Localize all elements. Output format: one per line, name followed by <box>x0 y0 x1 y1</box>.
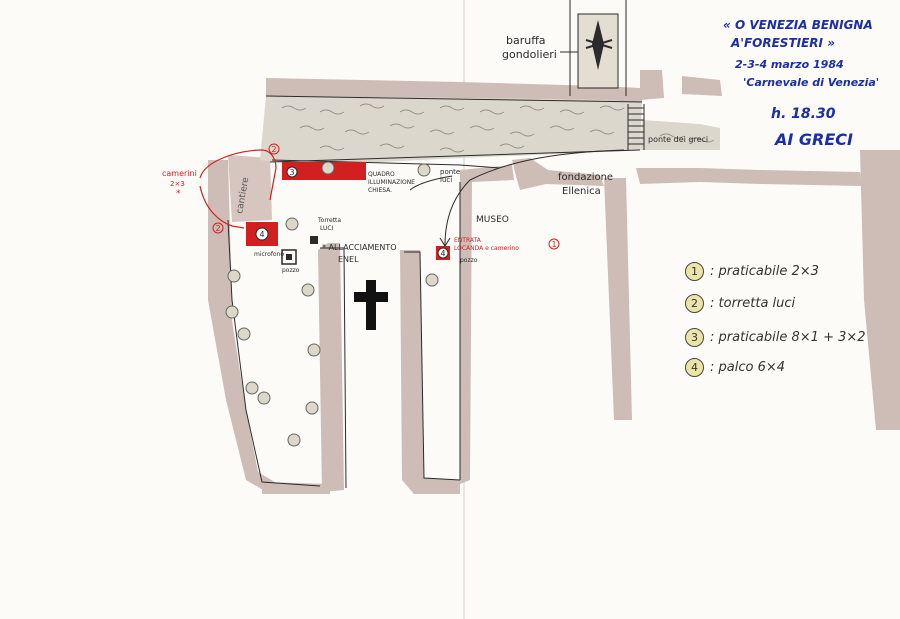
svg-text:4: 4 <box>440 249 445 258</box>
rio-channel <box>560 0 645 150</box>
title-organizer: 'Carnevale di Venezia' <box>743 76 880 89</box>
marker-2-left: 2 <box>212 222 224 234</box>
label-quadro-3: CHIESA. <box>368 187 392 194</box>
svg-text:3: 3 <box>289 168 294 177</box>
marker-2-top: 2 <box>268 143 280 155</box>
label-baruffa: baruffa <box>506 34 546 47</box>
legend-number: 3 <box>685 328 704 347</box>
label-ponte-dei-greci: ponte dei greci <box>648 135 708 144</box>
wall-right-column <box>604 178 632 420</box>
label-entrata-1: ENTRATA <box>454 237 482 244</box>
legend-text: : praticabile 8×1 + 3×2 <box>710 330 866 345</box>
torretta-box <box>310 236 318 244</box>
label-ponte-luci-2: luci <box>440 176 452 184</box>
label-entrata-2: LOCANDA e camerino <box>454 245 519 252</box>
marker-4-right: 4 <box>437 247 449 259</box>
wall-fondazione <box>512 158 604 190</box>
label-allacciamento-2: ENEL <box>338 255 359 264</box>
canal-water <box>260 96 642 164</box>
canal-right <box>640 120 720 150</box>
wall-far-right <box>636 168 862 186</box>
legend-number: 2 <box>685 294 704 313</box>
label-torretta-2: LUCI <box>320 225 334 232</box>
wall-center-right <box>400 250 460 494</box>
label-gondolieri: gondolieri <box>502 48 557 61</box>
wall-right-top <box>682 76 722 96</box>
canal-edge-top <box>265 95 643 103</box>
svg-text:1: 1 <box>551 240 556 249</box>
title-venue: AI GRECI <box>775 130 853 149</box>
label-quadro-2: ILLUMINAZIONE <box>368 179 415 186</box>
legend-item: 4 : palco 6×4 <box>685 358 785 378</box>
wall-center-left <box>318 243 344 492</box>
label-microfono: microfono <box>254 251 284 258</box>
title-dates: 2-3-4 marzo 1984 <box>735 58 844 71</box>
label-fondazione-1: fondazione <box>558 172 613 183</box>
legend-text: : torretta luci <box>710 296 796 311</box>
label-camerini: camerini <box>162 169 197 178</box>
legend-number: 1 <box>685 262 704 281</box>
title-line-1: « O VENEZIA BENIGNA <box>723 18 873 32</box>
label-pozzo-right: pozzo <box>460 257 478 264</box>
label-museo: MUSEO <box>476 215 509 225</box>
marker-3: 3 <box>286 166 298 178</box>
wall-left-outer <box>208 160 278 494</box>
legend-item: 2 : torretta luci <box>685 294 795 314</box>
wall-left-bottom <box>262 482 330 494</box>
markers: 2 2 3 4 4 1 <box>212 143 560 259</box>
legend-text: : praticabile 2×3 <box>710 264 819 279</box>
wall-left-block <box>228 155 272 222</box>
marker-4-left: 4 <box>255 227 269 241</box>
wall-right-long <box>460 165 514 484</box>
pozzo-left-box <box>281 249 297 265</box>
marker-1: 1 <box>548 238 560 250</box>
canal <box>260 95 720 164</box>
label-quadro-1: QUADRO <box>368 171 395 178</box>
label-allacciamento-1: * ALLACCIAMENTO <box>322 243 397 252</box>
title-time: h. 18.30 <box>771 106 836 122</box>
wall-top <box>266 78 642 102</box>
label-camerini-size: 2×3 <box>170 180 185 188</box>
label-torretta-1: Torretta <box>317 217 341 224</box>
legend-number: 4 <box>685 358 704 377</box>
map-labels: baruffa gondolieri ponte dei greci camer… <box>162 34 708 274</box>
tree-icons <box>225 161 439 447</box>
label-fondazione-2: Ellenica <box>562 186 601 197</box>
svg-text:2: 2 <box>271 145 276 154</box>
stairs-icon <box>627 104 645 150</box>
label-camerini-star: * <box>176 189 181 199</box>
legend-item: 1 : praticabile 2×3 <box>685 262 819 282</box>
canal-edge-bottom <box>269 149 641 163</box>
label-pozzo-left: pozzo <box>282 267 300 274</box>
title-line-2: A'FORESTIERI » <box>731 36 835 50</box>
label-ponte-luci-1: ponte <box>440 168 460 176</box>
church-cross-icon <box>354 280 388 330</box>
legend-text: : palco 6×4 <box>710 360 786 375</box>
wall-bands <box>208 70 900 494</box>
canal-waves <box>281 103 715 153</box>
wall-top-right <box>640 70 664 100</box>
svg-text:2: 2 <box>215 224 220 233</box>
legend-item: 3 : praticabile 8×1 + 3×2 <box>685 328 866 348</box>
access-arrows <box>409 149 625 247</box>
route-lines <box>199 149 277 229</box>
svg-text:4: 4 <box>259 230 264 239</box>
wall-far-right-edge <box>860 150 900 430</box>
